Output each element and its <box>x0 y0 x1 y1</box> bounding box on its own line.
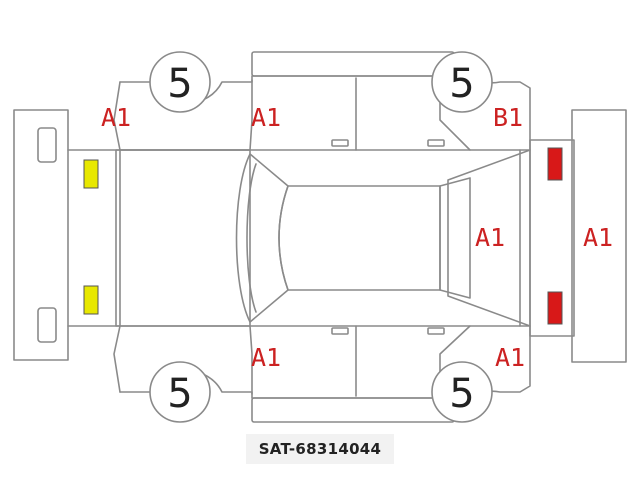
tire-rear-right: 5 <box>431 361 493 423</box>
rear-bumper <box>571 109 627 363</box>
stock-number: SAT-68314044 <box>258 440 382 458</box>
taillight-marker-left <box>547 147 563 181</box>
damage-code-front-left-fender: A1 <box>101 103 131 132</box>
headlight-marker-right <box>83 285 99 315</box>
tire-label: 5 <box>167 61 192 107</box>
damage-code-rear-left-quarter: B1 <box>493 103 523 132</box>
tire-front-right: 5 <box>149 361 211 423</box>
damage-code-rear-right-quarter: A1 <box>495 343 525 372</box>
top-view-body <box>67 139 575 337</box>
front-bumper <box>13 109 69 361</box>
taillight-marker-right <box>547 291 563 325</box>
tire-label: 5 <box>449 371 474 417</box>
damage-code-front-right-door: A1 <box>251 343 281 372</box>
stock-number-label: SAT-68314044 <box>246 434 394 464</box>
headlight-marker-left <box>83 159 99 189</box>
tire-rear-left: 5 <box>431 51 493 113</box>
damage-code-rear-bumper: A1 <box>583 223 613 252</box>
damage-code-roof-rear: A1 <box>475 223 505 252</box>
roof-panels <box>251 51 455 423</box>
tire-label: 5 <box>167 371 192 417</box>
tire-front-left: 5 <box>149 51 211 113</box>
tire-label: 5 <box>449 61 474 107</box>
damage-code-front-left-door: A1 <box>251 103 281 132</box>
